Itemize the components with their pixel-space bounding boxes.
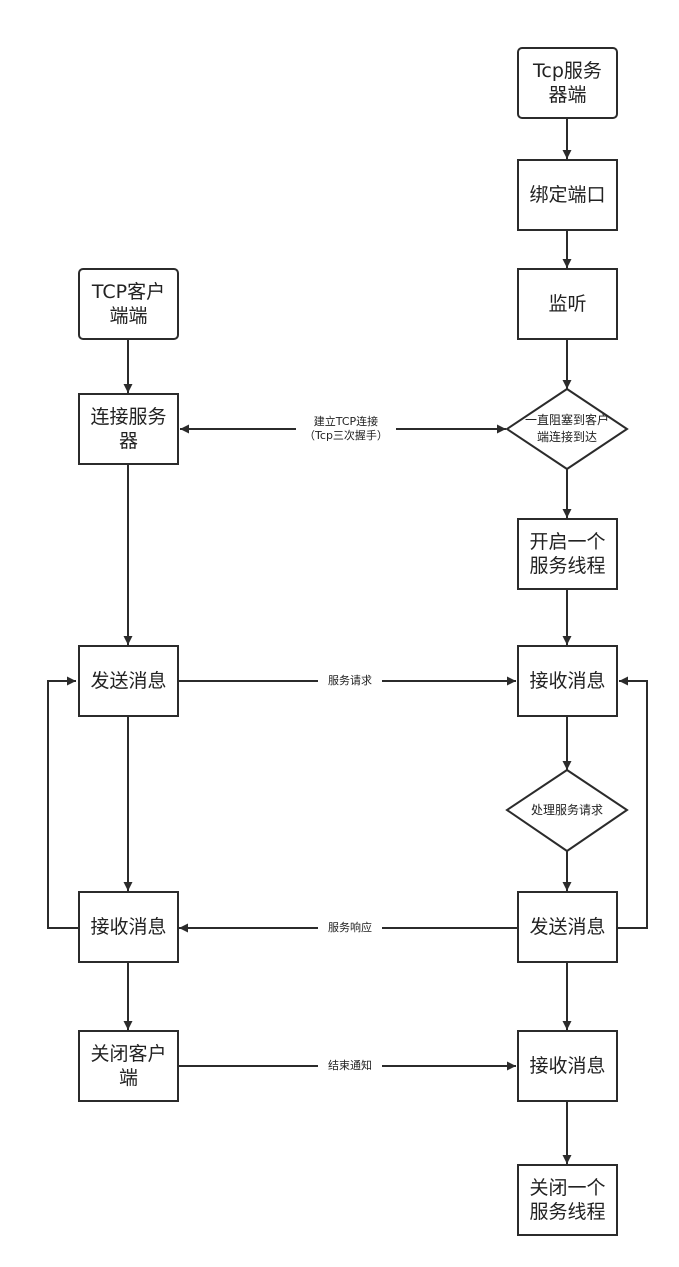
client-send-label: 发送消息	[90, 670, 167, 692]
client-start-label: TCP客户 端端	[91, 281, 166, 327]
close-thread-label: 关闭一个 服务线程	[529, 1177, 606, 1223]
server-recv-label: 接收消息	[529, 670, 606, 692]
bind-port-node: 绑定端口	[517, 159, 618, 231]
edge-end-notice-label: 结束通知	[318, 1059, 382, 1073]
listen-node: 监听	[517, 268, 618, 340]
server-send-node: 发送消息	[517, 891, 618, 963]
server-recv-end-label: 接收消息	[529, 1055, 606, 1077]
decision-process-request-label: 处理服务请求	[530, 803, 603, 817]
client-recv-label: 接收消息	[90, 916, 167, 938]
open-thread-label: 开启一个 服务线程	[529, 531, 606, 577]
close-client-label: 关闭客户 端	[90, 1043, 167, 1089]
server-recv-node: 接收消息	[517, 645, 618, 717]
listen-label: 监听	[548, 293, 587, 315]
close-client-node: 关闭客户 端	[78, 1030, 179, 1102]
server-send-label: 发送消息	[529, 916, 606, 938]
edge-request-label: 服务请求	[318, 674, 382, 688]
open-thread-node: 开启一个 服务线程	[517, 518, 618, 590]
edge-handshake-label: 建立TCP连接 （Tcp三次握手）	[296, 415, 396, 443]
edge-server-loop	[617, 676, 648, 929]
connect-server-node: 连接服务 器	[78, 393, 179, 465]
bind-port-label: 绑定端口	[529, 184, 606, 206]
edge-response-label: 服务响应	[318, 921, 382, 935]
server-recv-end-node: 接收消息	[517, 1030, 618, 1102]
connect-server-label: 连接服务 器	[90, 406, 167, 452]
server-start-node: Tcp服务 器端	[517, 47, 618, 119]
edge-client-loop	[47, 676, 78, 929]
server-start-label: Tcp服务 器端	[533, 60, 602, 106]
decision-process-request-shape	[505, 768, 629, 853]
decision-wait-connection-shape	[505, 387, 629, 471]
client-send-node: 发送消息	[78, 645, 179, 717]
close-thread-node: 关闭一个 服务线程	[517, 1164, 618, 1236]
client-recv-node: 接收消息	[78, 891, 179, 963]
client-start-node: TCP客户 端端	[78, 268, 179, 340]
decision-wait-connection-label: 一直阻塞到客户 端连接到达	[524, 413, 609, 444]
